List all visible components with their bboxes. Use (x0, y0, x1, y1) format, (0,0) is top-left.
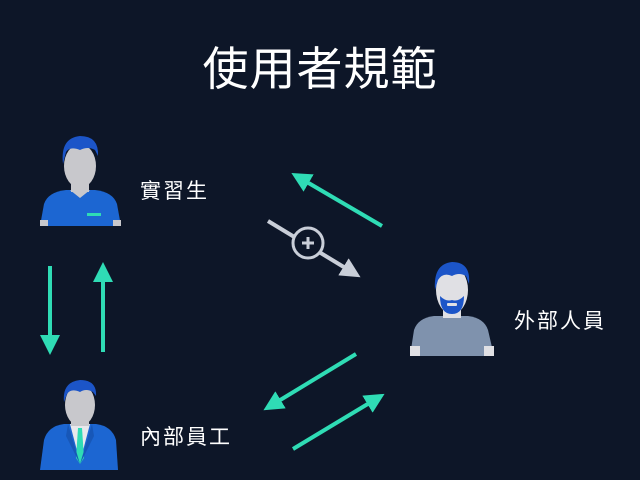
arrow-external-to-internal (263, 352, 358, 411)
external-person-icon (410, 262, 494, 356)
arrow-internal-to-external (291, 393, 385, 451)
arrow-external-to-intern (291, 172, 384, 228)
intern-person-icon (40, 136, 121, 226)
page-title: 使用者規範 (202, 42, 438, 96)
intern-label: 實習生 (140, 179, 209, 203)
internal-employee-label: 內部員工 (140, 425, 232, 449)
blocked-x-icon (291, 226, 325, 260)
external-person-label: 外部人員 (514, 309, 606, 333)
employee-suit-icon (40, 380, 118, 470)
